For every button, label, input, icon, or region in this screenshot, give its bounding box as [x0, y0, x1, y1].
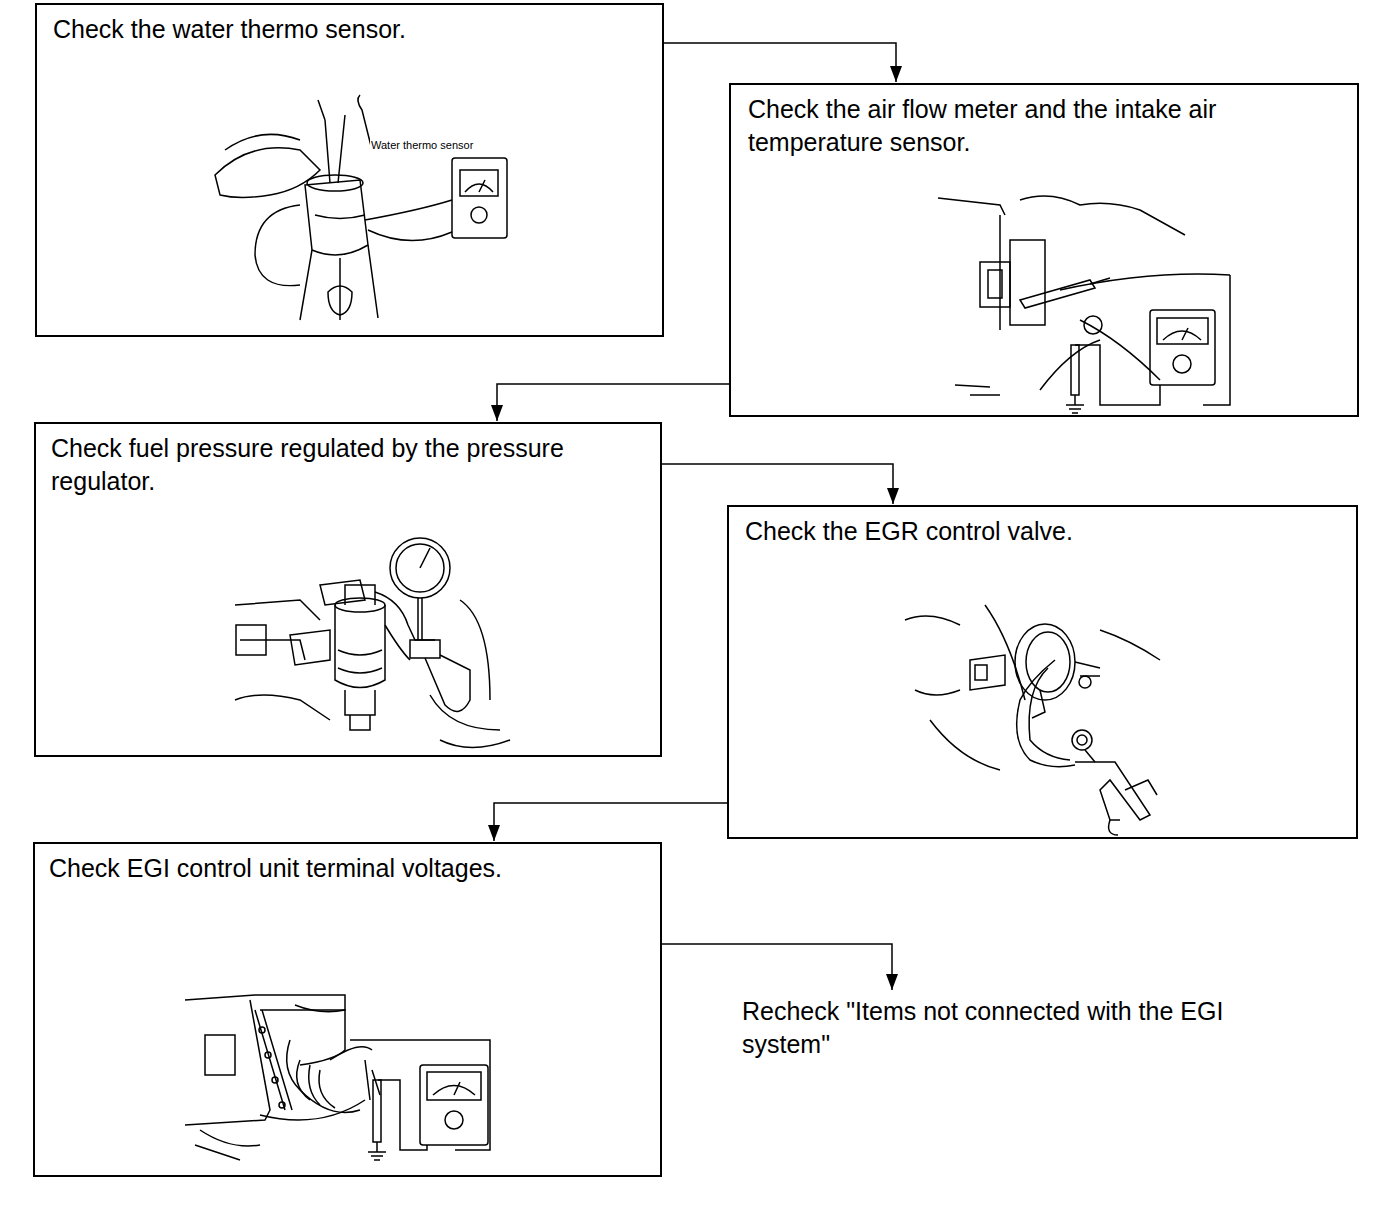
step-text: Check the EGR control valve.: [745, 515, 1340, 548]
thermo-sensor-test-illustration: [215, 95, 507, 320]
note-node: Recheck "Items not connected with the EG…: [742, 993, 1322, 1075]
control-unit-test-illustration: [185, 995, 490, 1160]
step-text: Check fuel pressure regulated by the pre…: [51, 432, 645, 498]
process-box: Check fuel pressure regulated by the pre…: [34, 422, 662, 757]
flow-arrow: [662, 944, 892, 990]
process-box: Check EGI control unit terminal voltages…: [33, 842, 662, 1177]
step-text: Check the water thermo sensor.: [53, 13, 646, 46]
step-text: Check the air flow meter and the intake …: [748, 93, 1340, 159]
egr-valve-test-illustration: [905, 605, 1160, 835]
step-text: Check EGI control unit terminal voltages…: [49, 852, 646, 885]
process-box: Check the air flow meter and the intake …: [729, 83, 1359, 417]
flow-arrow: [494, 803, 727, 841]
flow-arrow: [497, 384, 729, 421]
process-box: Check the water thermo sensor.: [35, 3, 664, 337]
flow-arrow: [664, 43, 896, 82]
air-flow-meter-test-illustration: [938, 196, 1230, 413]
part-label: Water thermo sensor: [370, 139, 474, 152]
flow-arrow: [662, 464, 893, 504]
fuel-pressure-test-illustration: [235, 538, 510, 748]
process-box: Check the EGR control valve.: [727, 505, 1358, 839]
step-text: Recheck "Items not connected with the EG…: [742, 995, 1318, 1061]
